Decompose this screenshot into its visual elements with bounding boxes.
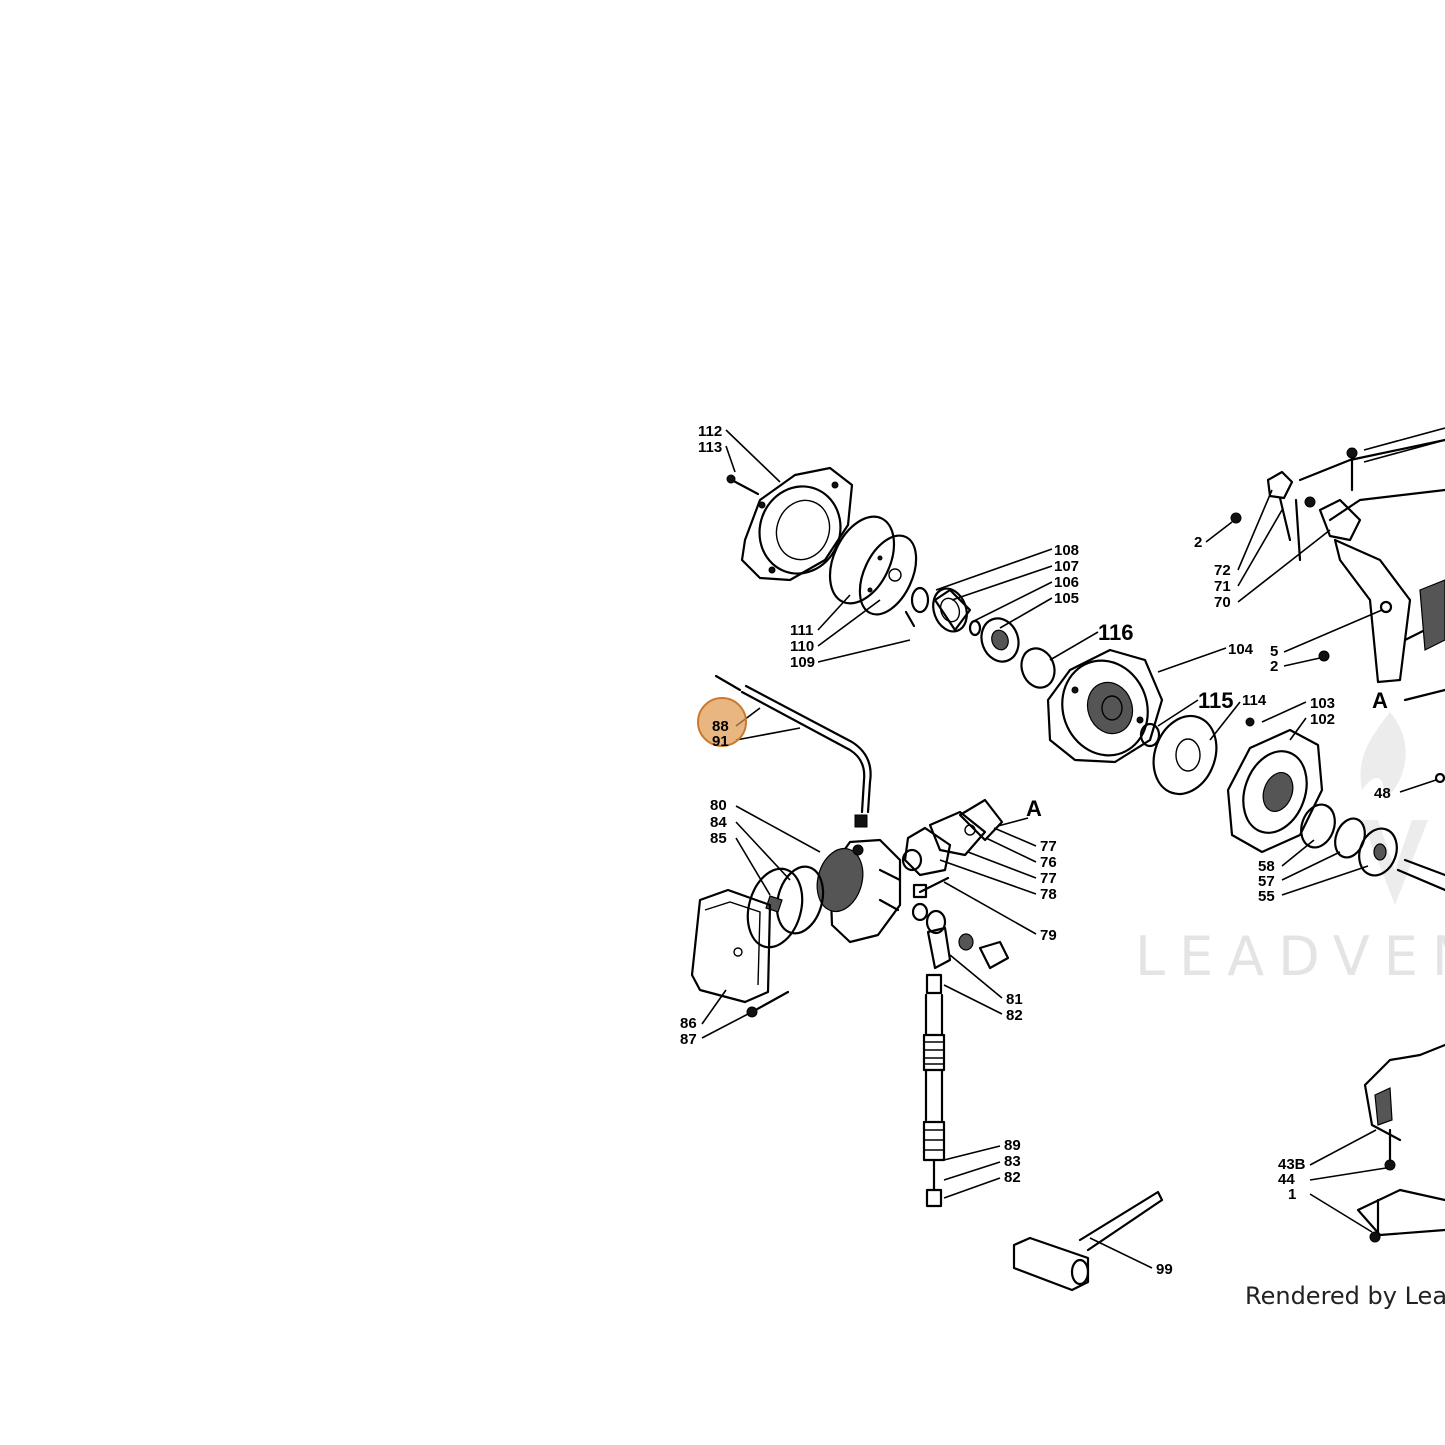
label-99[interactable]: 99 xyxy=(1156,1261,1173,1278)
label-43b[interactable]: 43B xyxy=(1278,1156,1306,1173)
label-77a[interactable]: 77 xyxy=(1040,838,1057,855)
label-110[interactable]: 110 xyxy=(790,638,814,655)
label-58[interactable]: 58 xyxy=(1258,858,1275,875)
label-76[interactable]: 76 xyxy=(1040,854,1057,871)
label-109[interactable]: 109 xyxy=(790,654,815,671)
part-seals-105-108 xyxy=(910,586,1020,663)
label-1[interactable]: 1 xyxy=(1288,1186,1296,1203)
label-55[interactable]: 55 xyxy=(1258,888,1275,905)
part-bolt-5 xyxy=(1379,600,1393,614)
watermark-flame-icon xyxy=(1360,712,1406,800)
label-84[interactable]: 84 xyxy=(710,814,727,831)
label-85[interactable]: 85 xyxy=(710,830,727,847)
label-107[interactable]: 107 xyxy=(1054,558,1079,575)
label-102[interactable]: 102 xyxy=(1310,711,1335,728)
label-79[interactable]: 79 xyxy=(1040,927,1057,944)
label-80[interactable]: 80 xyxy=(710,797,727,814)
label-82a[interactable]: 82 xyxy=(1006,1007,1023,1024)
label-2b[interactable]: 2 xyxy=(1270,658,1278,675)
label-71[interactable]: 71 xyxy=(1214,578,1231,595)
part-intake-76-78 xyxy=(901,798,1004,877)
label-78[interactable]: 78 xyxy=(1040,886,1057,903)
watermark-text: LEADVEN xyxy=(1135,925,1445,988)
part-plate-110 xyxy=(858,534,918,616)
part-bearings-55-58 xyxy=(1300,803,1445,892)
part-bolt-2a xyxy=(1230,512,1242,524)
label-a-mid[interactable]: A xyxy=(1026,796,1042,821)
label-48[interactable]: 48 xyxy=(1374,785,1391,802)
label-114[interactable]: 114 xyxy=(1242,692,1267,709)
part-plate-114 xyxy=(1152,714,1218,796)
label-106[interactable]: 106 xyxy=(1054,574,1079,591)
label-112[interactable]: 112 xyxy=(698,423,722,440)
label-108[interactable]: 108 xyxy=(1054,542,1079,559)
part-cover-112 xyxy=(726,466,854,582)
label-72[interactable]: 72 xyxy=(1214,562,1231,579)
part-filter-cover-86 xyxy=(690,888,772,1004)
label-81[interactable]: 81 xyxy=(1006,991,1023,1008)
label-86[interactable]: 86 xyxy=(680,1015,697,1032)
label-87[interactable]: 87 xyxy=(680,1031,697,1048)
label-57[interactable]: 57 xyxy=(1258,873,1275,890)
part-stud-79 xyxy=(912,876,950,899)
label-89[interactable]: 89 xyxy=(1004,1137,1021,1154)
label-88[interactable]: 88 xyxy=(712,718,729,735)
label-116[interactable]: 116 xyxy=(1098,620,1134,645)
part-bolt-48 xyxy=(1434,772,1445,784)
label-70[interactable]: 70 xyxy=(1214,594,1231,611)
part-labels: 112 113 108 107 106 105 111 110 109 116 … xyxy=(680,423,1391,1278)
part-fuel-hose-82-89 xyxy=(922,973,946,1208)
part-plug-70-72 xyxy=(1266,470,1362,562)
label-44[interactable]: 44 xyxy=(1278,1171,1295,1188)
part-washer-115 xyxy=(1139,722,1161,748)
part-lower-case xyxy=(1356,1043,1445,1243)
label-104[interactable]: 104 xyxy=(1228,641,1254,658)
part-bolt-2b xyxy=(1318,650,1330,662)
watermark: LEADVEN xyxy=(1135,712,1445,988)
part-wrench-99 xyxy=(1012,1190,1164,1292)
label-111[interactable]: 111 xyxy=(790,622,813,639)
part-housing-104 xyxy=(1046,648,1164,764)
part-case-102 xyxy=(1226,717,1324,854)
label-5[interactable]: 5 xyxy=(1270,643,1278,660)
part-pin-109 xyxy=(904,610,916,628)
part-fittings-81-82 xyxy=(911,902,1010,970)
label-91[interactable]: 91 xyxy=(712,733,729,750)
highlight-marker[interactable] xyxy=(697,697,747,747)
label-77b[interactable]: 77 xyxy=(1040,870,1057,887)
part-gasket-111 xyxy=(828,515,896,605)
label-83[interactable]: 83 xyxy=(1004,1153,1021,1170)
watermark-v-mark-icon xyxy=(1362,820,1428,905)
label-82b[interactable]: 82 xyxy=(1004,1169,1021,1186)
label-a-top[interactable]: A xyxy=(1372,688,1388,713)
label-115[interactable]: 115 xyxy=(1198,688,1234,713)
label-103[interactable]: 103 xyxy=(1310,695,1335,712)
part-screw-87 xyxy=(746,990,790,1018)
part-oring-116 xyxy=(1020,647,1056,689)
label-113[interactable]: 113 xyxy=(698,439,722,456)
label-2a[interactable]: 2 xyxy=(1194,534,1202,551)
render-credit: Rendered by LeadVe xyxy=(1245,1282,1445,1310)
part-cable-88-91 xyxy=(714,674,872,828)
label-105[interactable]: 105 xyxy=(1054,590,1079,607)
part-crankcase xyxy=(1298,438,1445,702)
